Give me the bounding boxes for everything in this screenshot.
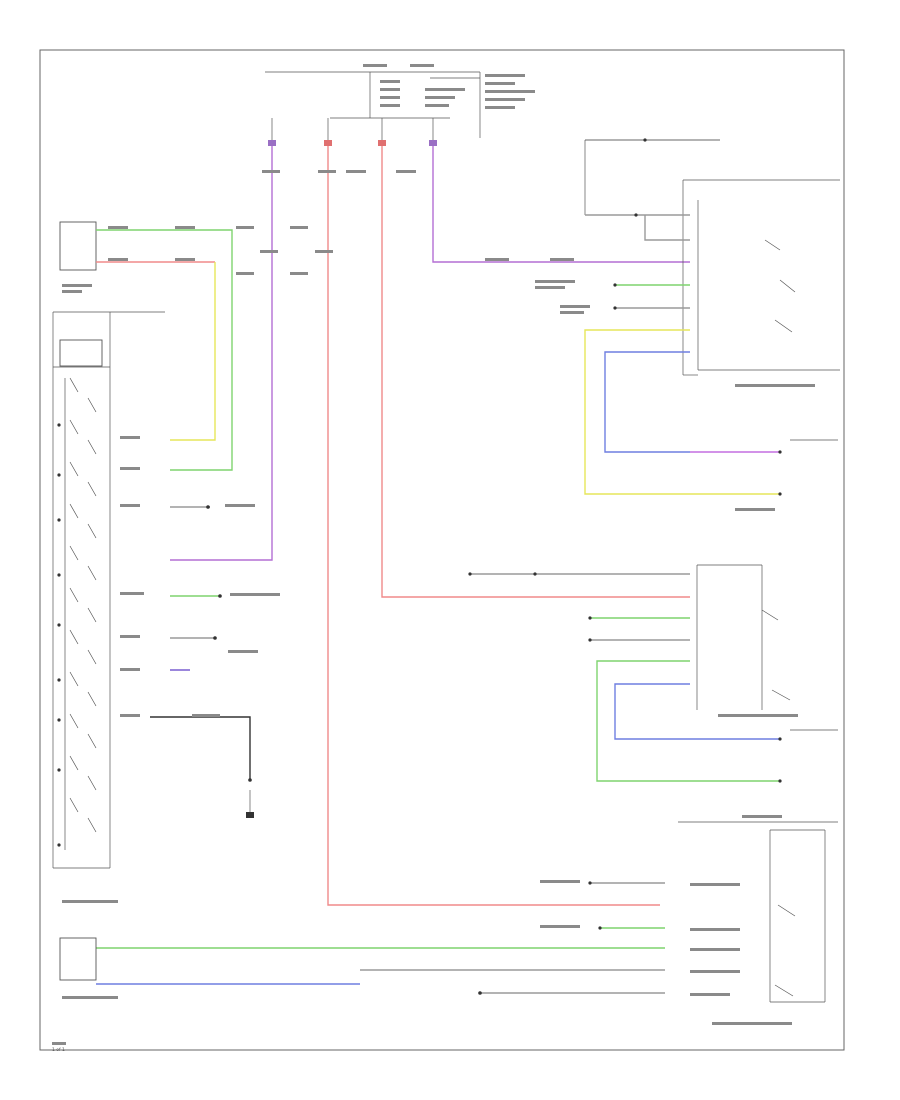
wire-red-trunk-center [327, 146, 660, 906]
wire-violet-trunk-left [170, 146, 273, 561]
fuse-junction-block [265, 71, 481, 140]
wire-red-trunk-right [381, 146, 690, 598]
wire-gray-lr-power-3 [644, 215, 690, 241]
passenger-window-switch [678, 821, 838, 1003]
wire-black-ground-driver [150, 716, 251, 780]
left-rear-window-switch [682, 179, 840, 376]
wire-yellow-driver-chime [170, 262, 216, 441]
diagram-frame [39, 49, 845, 1051]
wire-green-driver-chime [96, 229, 233, 471]
right-rear-window-motor [778, 729, 838, 783]
fuse-connector-markers [268, 140, 437, 146]
ground-point-driver [246, 812, 254, 818]
wire-blue-lr-down [604, 351, 690, 453]
page-id: 1 of 1 [52, 1047, 65, 1053]
driver-chime-module [59, 221, 97, 271]
driver-window-switch [52, 311, 165, 869]
wire-label-marks [52, 64, 815, 1045]
left-rear-window-motor [778, 439, 838, 496]
passenger-chime-module [59, 937, 97, 981]
wire-violet-trunk-right [432, 146, 690, 263]
wire-blue-rr-down [614, 683, 780, 740]
right-rear-window-switch [696, 564, 791, 710]
wire-yellow-lr-up [584, 329, 780, 495]
wire-green-rr-up [596, 660, 780, 782]
